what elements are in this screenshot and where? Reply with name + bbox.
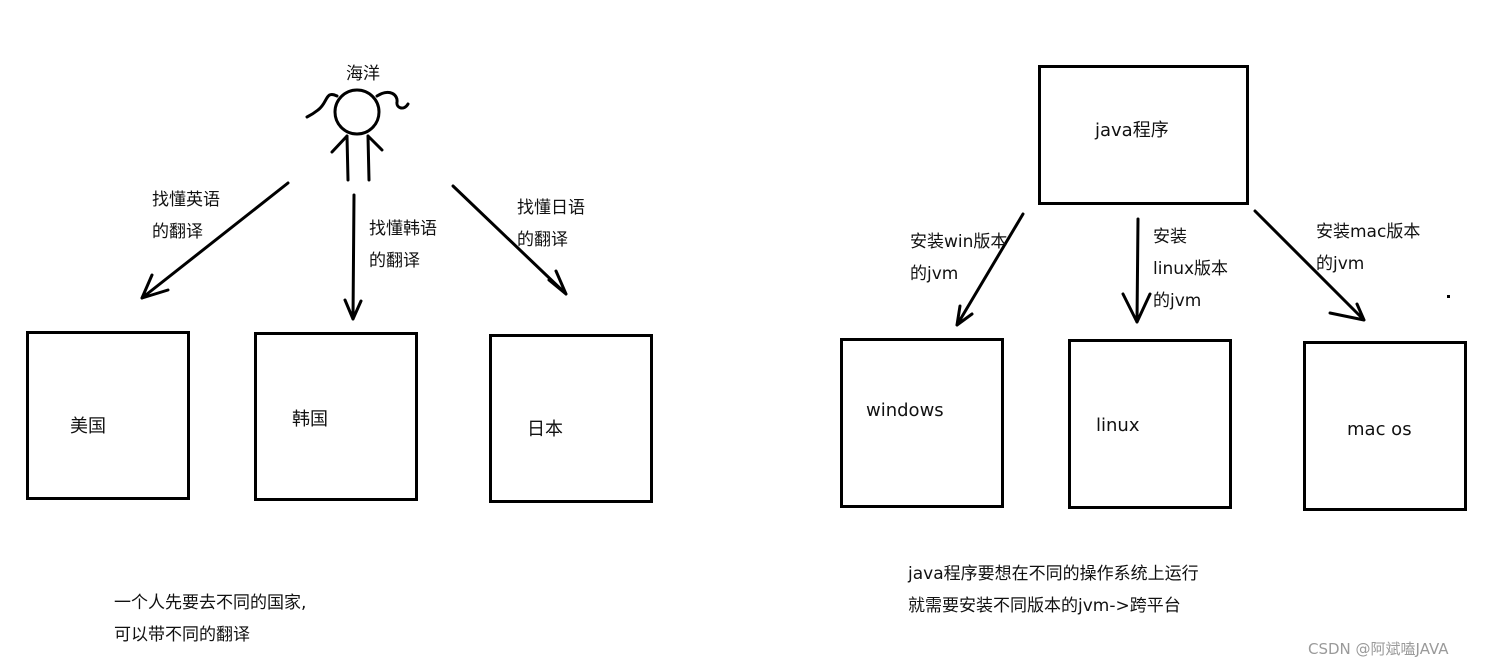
arrow-label-japanese: 找懂日语 的翻译 bbox=[517, 192, 585, 256]
left-caption: 一个人先要去不同的国家, 可以带不同的翻译 bbox=[114, 587, 306, 651]
caption-line: 一个人先要去不同的国家, bbox=[114, 593, 307, 613]
arrow-to-linux bbox=[1121, 217, 1152, 324]
os-box-mac: mac os bbox=[1303, 341, 1467, 511]
arrow-label-line: linux版本 bbox=[1153, 259, 1229, 279]
country-label: 美国 bbox=[70, 416, 106, 437]
person-head bbox=[333, 88, 381, 136]
arrow-label-windows: 安装win版本 的jvm bbox=[910, 226, 1007, 290]
arrow-to-usa bbox=[140, 181, 290, 300]
arrow-label-linux: 安装 linux版本 的jvm bbox=[1153, 221, 1228, 317]
os-label: windows bbox=[866, 400, 944, 421]
arrow-label-line: 安装win版本 bbox=[910, 232, 1008, 252]
person-hair-right bbox=[375, 91, 410, 110]
arrow-label-line: 安装 bbox=[1153, 227, 1187, 247]
person-hair-left bbox=[305, 93, 339, 119]
person-label: 海洋 bbox=[346, 64, 380, 84]
java-program-label: java程序 bbox=[1095, 120, 1169, 141]
right-caption: java程序要想在不同的操作系统上运行 就需要安装不同版本的jvm->跨平台 bbox=[908, 558, 1199, 622]
arrow-label-line: 的jvm bbox=[1153, 291, 1202, 311]
watermark: CSDN @阿斌嗑JAVA bbox=[1308, 640, 1449, 658]
os-box-linux: linux bbox=[1068, 339, 1232, 509]
caption-line: 就需要安装不同版本的jvm->跨平台 bbox=[908, 596, 1181, 616]
person-leg-right bbox=[366, 134, 384, 182]
os-box-windows: windows bbox=[840, 338, 1004, 508]
person-leg-left bbox=[330, 134, 350, 182]
arrow-label-mac: 安装mac版本 的jvm bbox=[1316, 216, 1420, 280]
java-program-box: java程序 bbox=[1038, 65, 1249, 205]
arrow-label-line: 找懂日语 bbox=[517, 198, 585, 218]
stray-dot bbox=[1447, 295, 1450, 298]
country-label: 韩国 bbox=[292, 409, 328, 430]
arrow-label-line: 的jvm bbox=[910, 264, 959, 284]
arrow-to-japan bbox=[451, 184, 568, 296]
country-box-usa: 美国 bbox=[26, 331, 190, 500]
country-box-japan: 日本 bbox=[489, 334, 653, 503]
os-label: linux bbox=[1096, 415, 1140, 436]
country-box-korea: 韩国 bbox=[254, 332, 418, 501]
arrow-label-english: 找懂英语 的翻译 bbox=[152, 184, 220, 248]
arrow-label-line: 安装mac版本 bbox=[1316, 222, 1421, 242]
arrow-label-line: 的翻译 bbox=[152, 222, 203, 242]
arrow-label-line: 的jvm bbox=[1316, 254, 1365, 274]
os-label: mac os bbox=[1347, 419, 1412, 440]
arrow-to-korea bbox=[343, 193, 363, 321]
caption-line: java程序要想在不同的操作系统上运行 bbox=[908, 564, 1199, 584]
arrow-label-line: 找懂韩语 bbox=[369, 219, 437, 239]
caption-line: 可以带不同的翻译 bbox=[114, 625, 250, 645]
arrow-to-windows bbox=[955, 212, 1025, 327]
arrow-to-mac bbox=[1253, 209, 1366, 322]
arrow-label-line: 的翻译 bbox=[369, 251, 420, 271]
arrow-label-line: 的翻译 bbox=[517, 230, 568, 250]
country-label: 日本 bbox=[527, 419, 563, 440]
arrow-label-korean: 找懂韩语 的翻译 bbox=[369, 213, 437, 277]
arrow-label-line: 找懂英语 bbox=[152, 190, 220, 210]
